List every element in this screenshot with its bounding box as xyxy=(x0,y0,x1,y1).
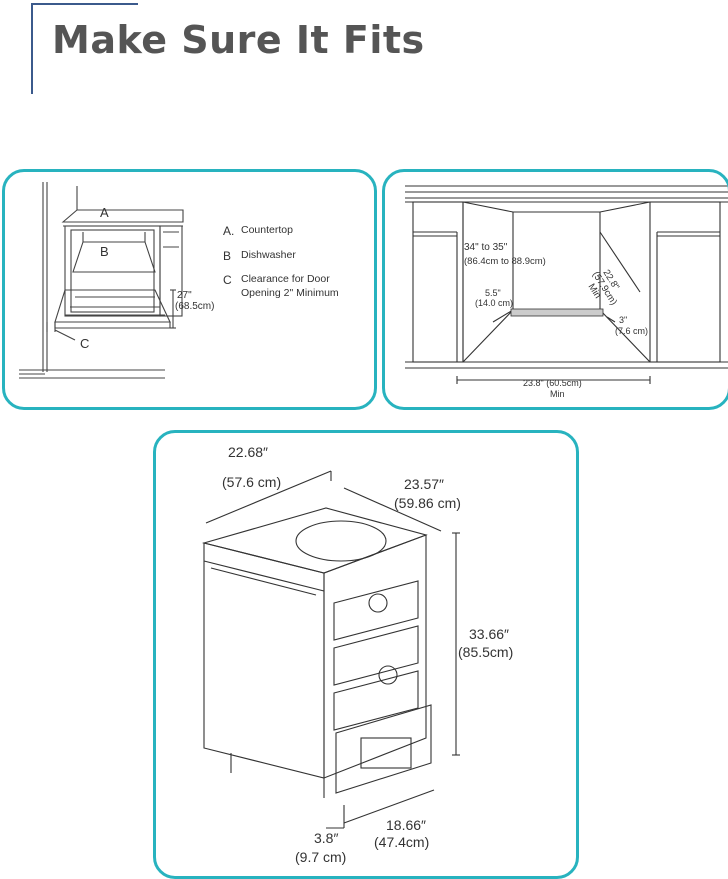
legend-key: B xyxy=(223,248,232,263)
depth-dim: 23.57″ xyxy=(404,476,444,492)
title-bracket xyxy=(31,3,138,94)
width-dim: 23.8" (60.5cm) xyxy=(523,378,582,388)
legend-key: A. xyxy=(223,224,235,238)
width-dim-metric: (57.6 cm) xyxy=(222,474,281,490)
legend-text: Countertop xyxy=(241,224,293,236)
cutaway-diagram: A B C 27" (68.5cm) xyxy=(19,182,214,379)
base-depth-dim: 18.66″ xyxy=(386,817,426,833)
toe-height-dim: 5.5" xyxy=(485,288,501,298)
toe-height-metric: (14.0 cm) xyxy=(475,298,513,308)
label-a: A xyxy=(100,205,109,220)
toe-kick-plate xyxy=(510,308,604,317)
door-dim-metric: (68.5cm) xyxy=(175,301,214,312)
cutaway-panel: A B C 27" (68.5cm) A. Countertop B Dishw… xyxy=(2,169,377,410)
toe-depth-dim: 3" xyxy=(619,315,627,325)
legend-item-b: B Dishwasher xyxy=(223,249,361,265)
toe-depth-metric: (7.6 cm) xyxy=(615,326,648,336)
label-b: B xyxy=(100,244,109,259)
width-note: Min xyxy=(550,389,565,399)
height-dim: 33.66″ xyxy=(469,626,509,642)
base-depth-metric: (47.4cm) xyxy=(374,834,429,850)
page-title: Make Sure It Fits xyxy=(52,18,425,62)
unit-diagram: 22.68″ (57.6 cm) 23.57″ (59.86 cm) 33.66… xyxy=(201,444,513,865)
unit-panel: 22.68″ (57.6 cm) 23.57″ (59.86 cm) 33.66… xyxy=(153,430,579,879)
toe-kick-metric: (9.7 cm) xyxy=(295,849,346,865)
depth-dim-metric: (59.86 cm) xyxy=(394,495,461,511)
opening-diagram: 34" to 35" (86.4cm to 88.9cm) 5.5" (14.0… xyxy=(405,185,728,399)
door-dim: 27" xyxy=(177,290,192,301)
label-c: C xyxy=(80,336,89,351)
width-dim: 22.68″ xyxy=(228,444,268,460)
height-dim-metric: (86.4cm to 88.9cm) xyxy=(464,256,546,267)
legend-item-c: C Clearance for Door Opening 2" Minimum xyxy=(223,273,361,300)
legend-item-a: A. Countertop xyxy=(223,224,361,240)
opening-panel: 34" to 35" (86.4cm to 88.9cm) 5.5" (14.0… xyxy=(382,169,728,410)
legend: A. Countertop B Dishwasher C Clearance f… xyxy=(223,224,361,309)
toe-kick-dim: 3.8″ xyxy=(314,830,338,846)
height-dim: 34" to 35" xyxy=(464,242,508,253)
legend-text: Dishwasher xyxy=(241,248,296,261)
legend-text: Clearance for Door Opening 2" Minimum xyxy=(241,273,339,299)
legend-key: C xyxy=(223,273,232,288)
height-dim-metric: (85.5cm) xyxy=(458,644,513,660)
